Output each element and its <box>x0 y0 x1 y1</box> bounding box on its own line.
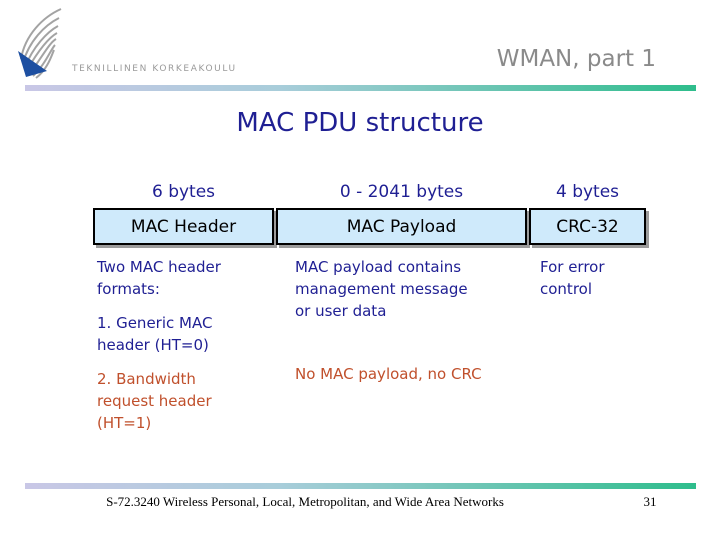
pdu-box-mac-payload-label: MAC Payload <box>346 216 457 237</box>
logo-blue-triangle <box>18 51 47 77</box>
header-divider <box>25 85 696 91</box>
pdu-box-mac-header-label: MAC Header <box>130 216 237 237</box>
pdu-box-mac-payload: MAC Payload <box>276 208 527 245</box>
header-course-label: WMAN, part 1 <box>496 46 656 72</box>
size-label-crc: 4 bytes <box>555 182 620 202</box>
pdu-box-mac-header: MAC Header <box>93 208 274 245</box>
page-number: 31 <box>643 494 657 509</box>
size-label-row: 6 bytes 0 - 2041 bytes 4 bytes <box>93 182 646 202</box>
page-title: MAC PDU structure <box>236 108 484 138</box>
footer-course-text: S-72.3240 Wireless Personal, Local, Metr… <box>106 494 504 509</box>
note-no-payload: No MAC payload, no CRC <box>295 365 482 383</box>
size-label-payload: 0 - 2041 bytes <box>339 182 464 202</box>
logo-text: TEKNILLINEN KORKEAKOULU <box>72 64 237 74</box>
pdu-box-crc32: CRC-32 <box>529 208 646 245</box>
footer-divider <box>25 483 696 489</box>
pdu-box-crc32-label: CRC-32 <box>556 216 619 237</box>
size-label-header: 6 bytes <box>151 182 216 202</box>
pdu-box-row: MAC Header MAC Payload CRC-32 <box>93 208 646 245</box>
tkk-logo-icon <box>18 8 62 79</box>
